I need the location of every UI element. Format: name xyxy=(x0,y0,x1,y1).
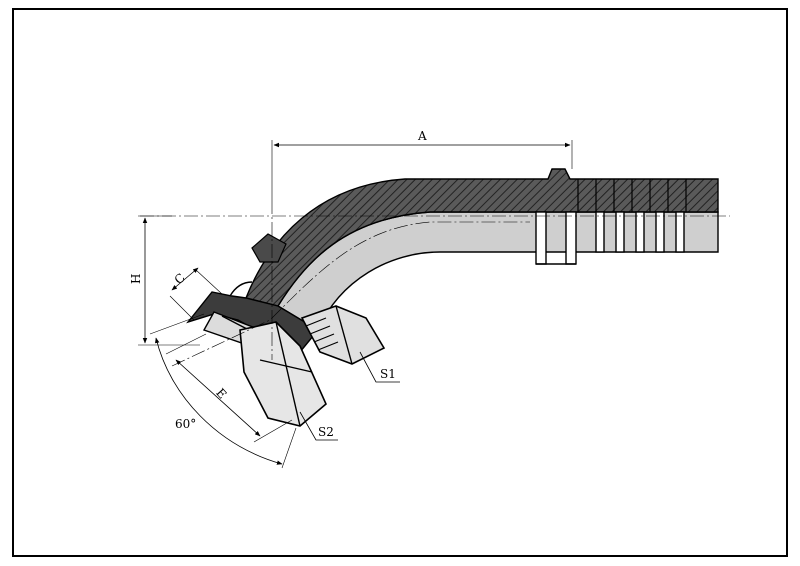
label-h: H xyxy=(129,274,143,284)
label-c: C xyxy=(172,271,188,288)
label-s2: S2 xyxy=(318,425,334,439)
leader-s2: S2 xyxy=(299,411,338,441)
dimension-h: H xyxy=(129,215,200,346)
nut-s1 xyxy=(300,305,386,365)
dimension-angle: 60° xyxy=(149,313,297,469)
centerline-elbow xyxy=(171,221,530,367)
elbow-lug xyxy=(251,233,287,263)
label-a: A xyxy=(417,129,427,143)
leader-s1: S1 xyxy=(359,351,400,383)
label-e: E xyxy=(213,386,229,402)
tube-wall-section xyxy=(245,168,719,307)
drawing-frame xyxy=(12,8,788,557)
dimension-a: A xyxy=(271,129,573,200)
barb-ribs xyxy=(577,179,687,212)
label-angle: 60° xyxy=(175,417,196,431)
bore-grooves xyxy=(535,211,685,265)
label-s1: S1 xyxy=(380,367,396,381)
